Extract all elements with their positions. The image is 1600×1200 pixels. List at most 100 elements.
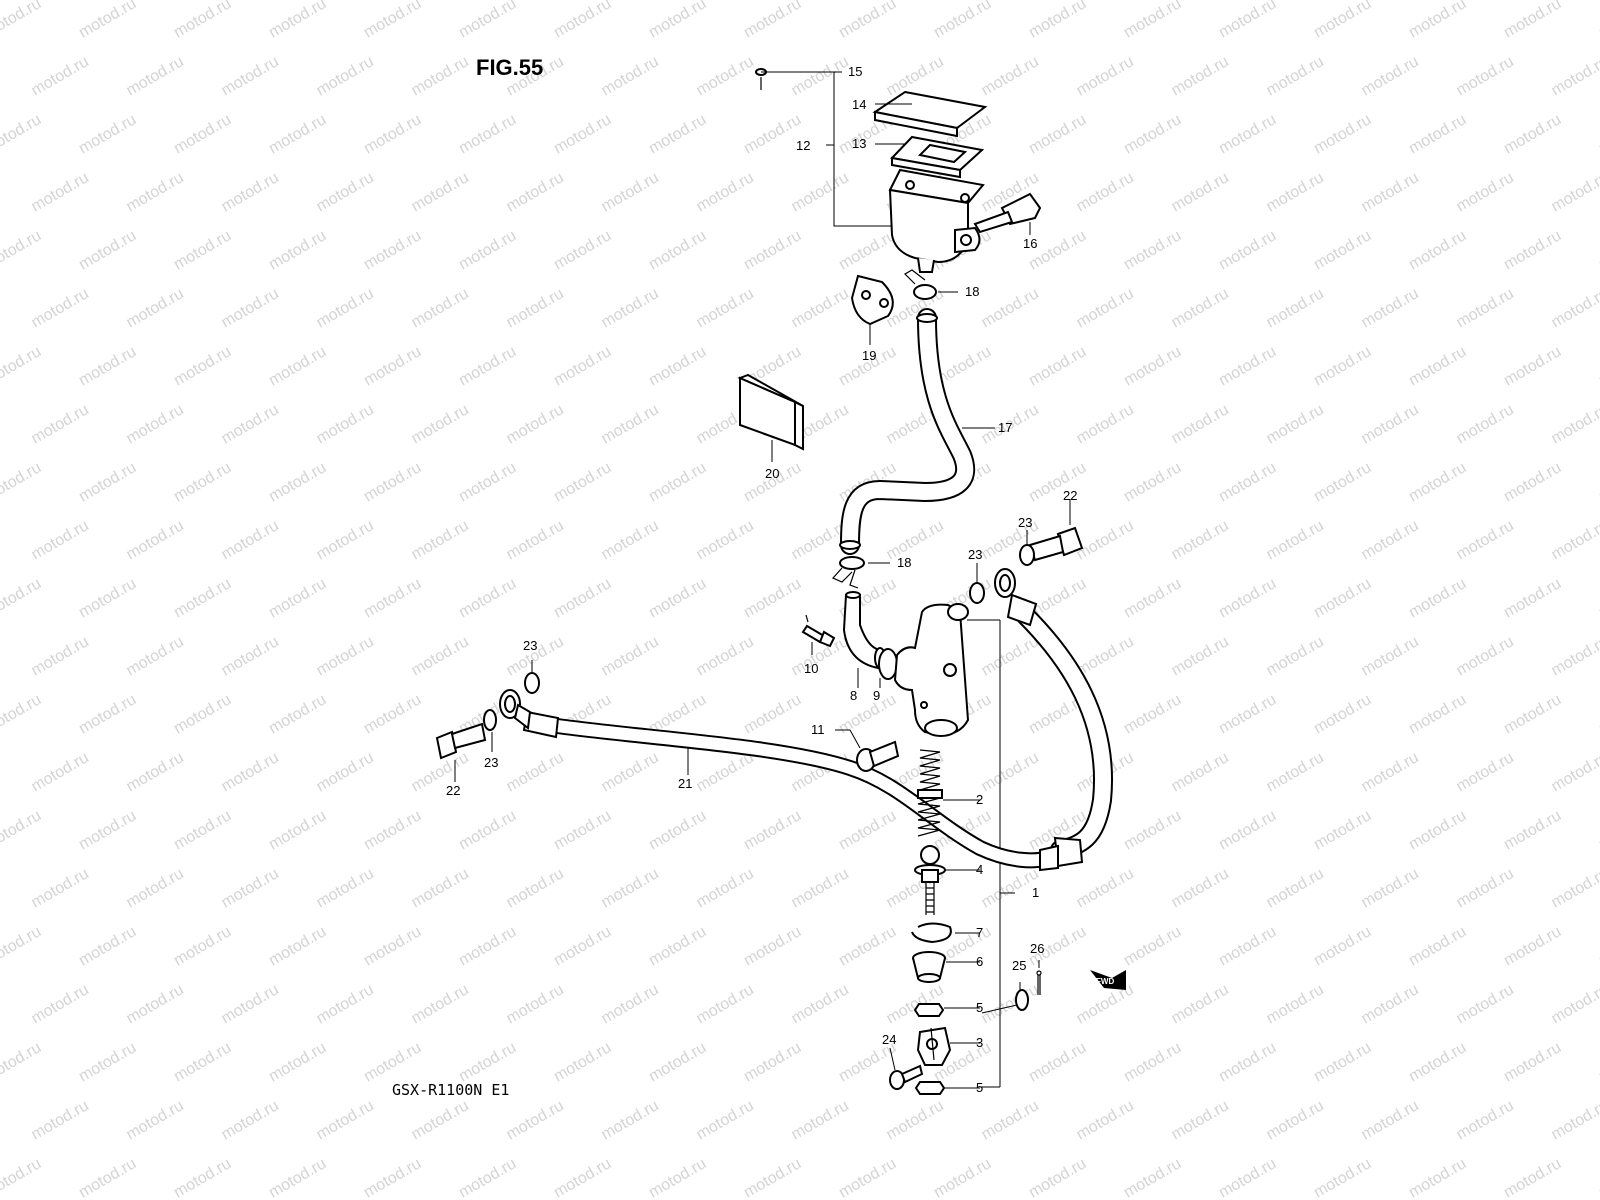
- watermark-text: motod.ru: [1549, 169, 1600, 215]
- watermark-text: motod.ru: [1074, 865, 1137, 911]
- watermark-text: motod.ru: [599, 865, 662, 911]
- watermark-text: motod.ru: [504, 1097, 567, 1143]
- watermark-text: motod.ru: [1169, 401, 1232, 447]
- watermark-text: motod.ru: [1311, 1039, 1374, 1085]
- watermark-text: motod.ru: [0, 0, 44, 41]
- watermark-text: motod.ru: [694, 749, 757, 795]
- watermark-text: motod.ru: [1359, 1097, 1422, 1143]
- watermark-text: motod.ru: [456, 459, 519, 505]
- watermark-text: motod.ru: [646, 807, 709, 853]
- watermark-text: motod.ru: [931, 0, 994, 41]
- watermark-text: motod.ru: [0, 227, 44, 273]
- watermark-text: motod.ru: [551, 923, 614, 969]
- watermark-text: motod.ru: [1311, 691, 1374, 737]
- watermark-text: motod.ru: [1311, 807, 1374, 853]
- watermark-text: motod.ru: [1596, 227, 1600, 273]
- watermark-text: motod.ru: [361, 343, 424, 389]
- callout-23-left-outer: 23: [484, 755, 498, 770]
- watermark-text: motod.ru: [1026, 0, 1089, 41]
- watermark-text: motod.ru: [504, 169, 567, 215]
- watermark-text: motod.ru: [551, 227, 614, 273]
- watermark-text: motod.ru: [1311, 459, 1374, 505]
- watermark-text: motod.ru: [266, 691, 329, 737]
- callout-22-right: 22: [1063, 488, 1077, 503]
- watermark-text: motod.ru: [219, 401, 282, 447]
- watermark-text: motod.ru: [1216, 691, 1279, 737]
- watermark-text: motod.ru: [504, 865, 567, 911]
- watermark-text: motod.ru: [219, 633, 282, 679]
- watermark-text: motod.ru: [1311, 0, 1374, 41]
- watermark-text: motod.ru: [29, 53, 92, 99]
- clevis-pin: [889, 1064, 924, 1090]
- watermark-text: motod.ru: [76, 111, 139, 157]
- piston-spring: [917, 749, 943, 837]
- watermark-text: motod.ru: [1264, 401, 1327, 447]
- watermark-text: motod.ru: [1501, 1039, 1564, 1085]
- watermark-text: motod.ru: [124, 633, 187, 679]
- watermark-text: motod.ru: [456, 807, 519, 853]
- watermark-text: motod.ru: [456, 1039, 519, 1085]
- watermark-text: motod.ru: [0, 691, 44, 737]
- watermark-text: motod.ru: [1454, 285, 1517, 331]
- watermark-text: motod.ru: [504, 981, 567, 1027]
- watermark-text: motod.ru: [171, 227, 234, 273]
- watermark-text: motod.ru: [1169, 749, 1232, 795]
- watermark-text: motod.ru: [29, 633, 92, 679]
- watermark-text: motod.ru: [931, 1155, 994, 1200]
- watermark-text: motod.ru: [266, 111, 329, 157]
- forward-arrow-icon: FWD: [1090, 970, 1126, 990]
- watermark-text: motod.ru: [29, 285, 92, 331]
- watermark-text: motod.ru: [266, 575, 329, 621]
- lock-nut-upper: [913, 1003, 945, 1017]
- watermark-text: motod.ru: [1311, 1155, 1374, 1200]
- watermark-text: motod.ru: [551, 575, 614, 621]
- watermark-text: motod.ru: [1216, 0, 1279, 41]
- watermark-text: motod.ru: [1406, 459, 1469, 505]
- watermark-text: motod.ru: [1264, 865, 1327, 911]
- watermark-text: motod.ru: [219, 53, 282, 99]
- callout-10: 10: [804, 661, 818, 676]
- watermark-text: motod.ru: [0, 575, 44, 621]
- washer-left-outer: [483, 709, 497, 731]
- watermark-text: motod.ru: [741, 1039, 804, 1085]
- watermark-text: motod.ru: [1454, 633, 1517, 679]
- watermark-text: motod.ru: [1501, 459, 1564, 505]
- circlip: [911, 922, 952, 944]
- watermark-text: motod.ru: [1121, 111, 1184, 157]
- washer-clevis: [1015, 989, 1029, 1011]
- watermark-text: motod.ru: [646, 111, 709, 157]
- watermark-text: motod.ru: [1549, 401, 1600, 447]
- hose-clamp-lower: [832, 556, 865, 589]
- watermark-text: motod.ru: [124, 169, 187, 215]
- watermark-text: motod.ru: [314, 865, 377, 911]
- watermark-text: motod.ru: [219, 749, 282, 795]
- watermark-text: motod.ru: [646, 227, 709, 273]
- watermark-text: motod.ru: [551, 343, 614, 389]
- watermark-text: motod.ru: [0, 923, 44, 969]
- callout-6: 6: [976, 954, 983, 969]
- watermark-text: motod.ru: [1216, 807, 1279, 853]
- watermark-text: motod.ru: [1454, 981, 1517, 1027]
- callout-21: 21: [678, 776, 692, 791]
- watermark-text: motod.ru: [1596, 923, 1600, 969]
- watermark-text: motod.ru: [1406, 691, 1469, 737]
- watermark-text: motod.ru: [76, 807, 139, 853]
- watermark-text: motod.ru: [219, 1097, 282, 1143]
- watermark-text: motod.ru: [1121, 1155, 1184, 1200]
- watermark-text: motod.ru: [171, 111, 234, 157]
- watermark-text: motod.ru: [0, 1155, 44, 1200]
- watermark-text: motod.ru: [76, 1039, 139, 1085]
- callout-15: 15: [848, 64, 862, 79]
- watermark-text: motod.ru: [124, 1097, 187, 1143]
- watermark-text: motod.ru: [361, 227, 424, 273]
- watermark-text: motod.ru: [124, 401, 187, 447]
- watermark-text: motod.ru: [1596, 1039, 1600, 1085]
- watermark-text: motod.ru: [1596, 1155, 1600, 1200]
- watermark-text: motod.ru: [29, 169, 92, 215]
- callout-3: 3: [976, 1035, 983, 1050]
- watermark-text: motod.ru: [1549, 749, 1600, 795]
- watermark-text: motod.ru: [789, 1097, 852, 1143]
- watermark-text: motod.ru: [1121, 807, 1184, 853]
